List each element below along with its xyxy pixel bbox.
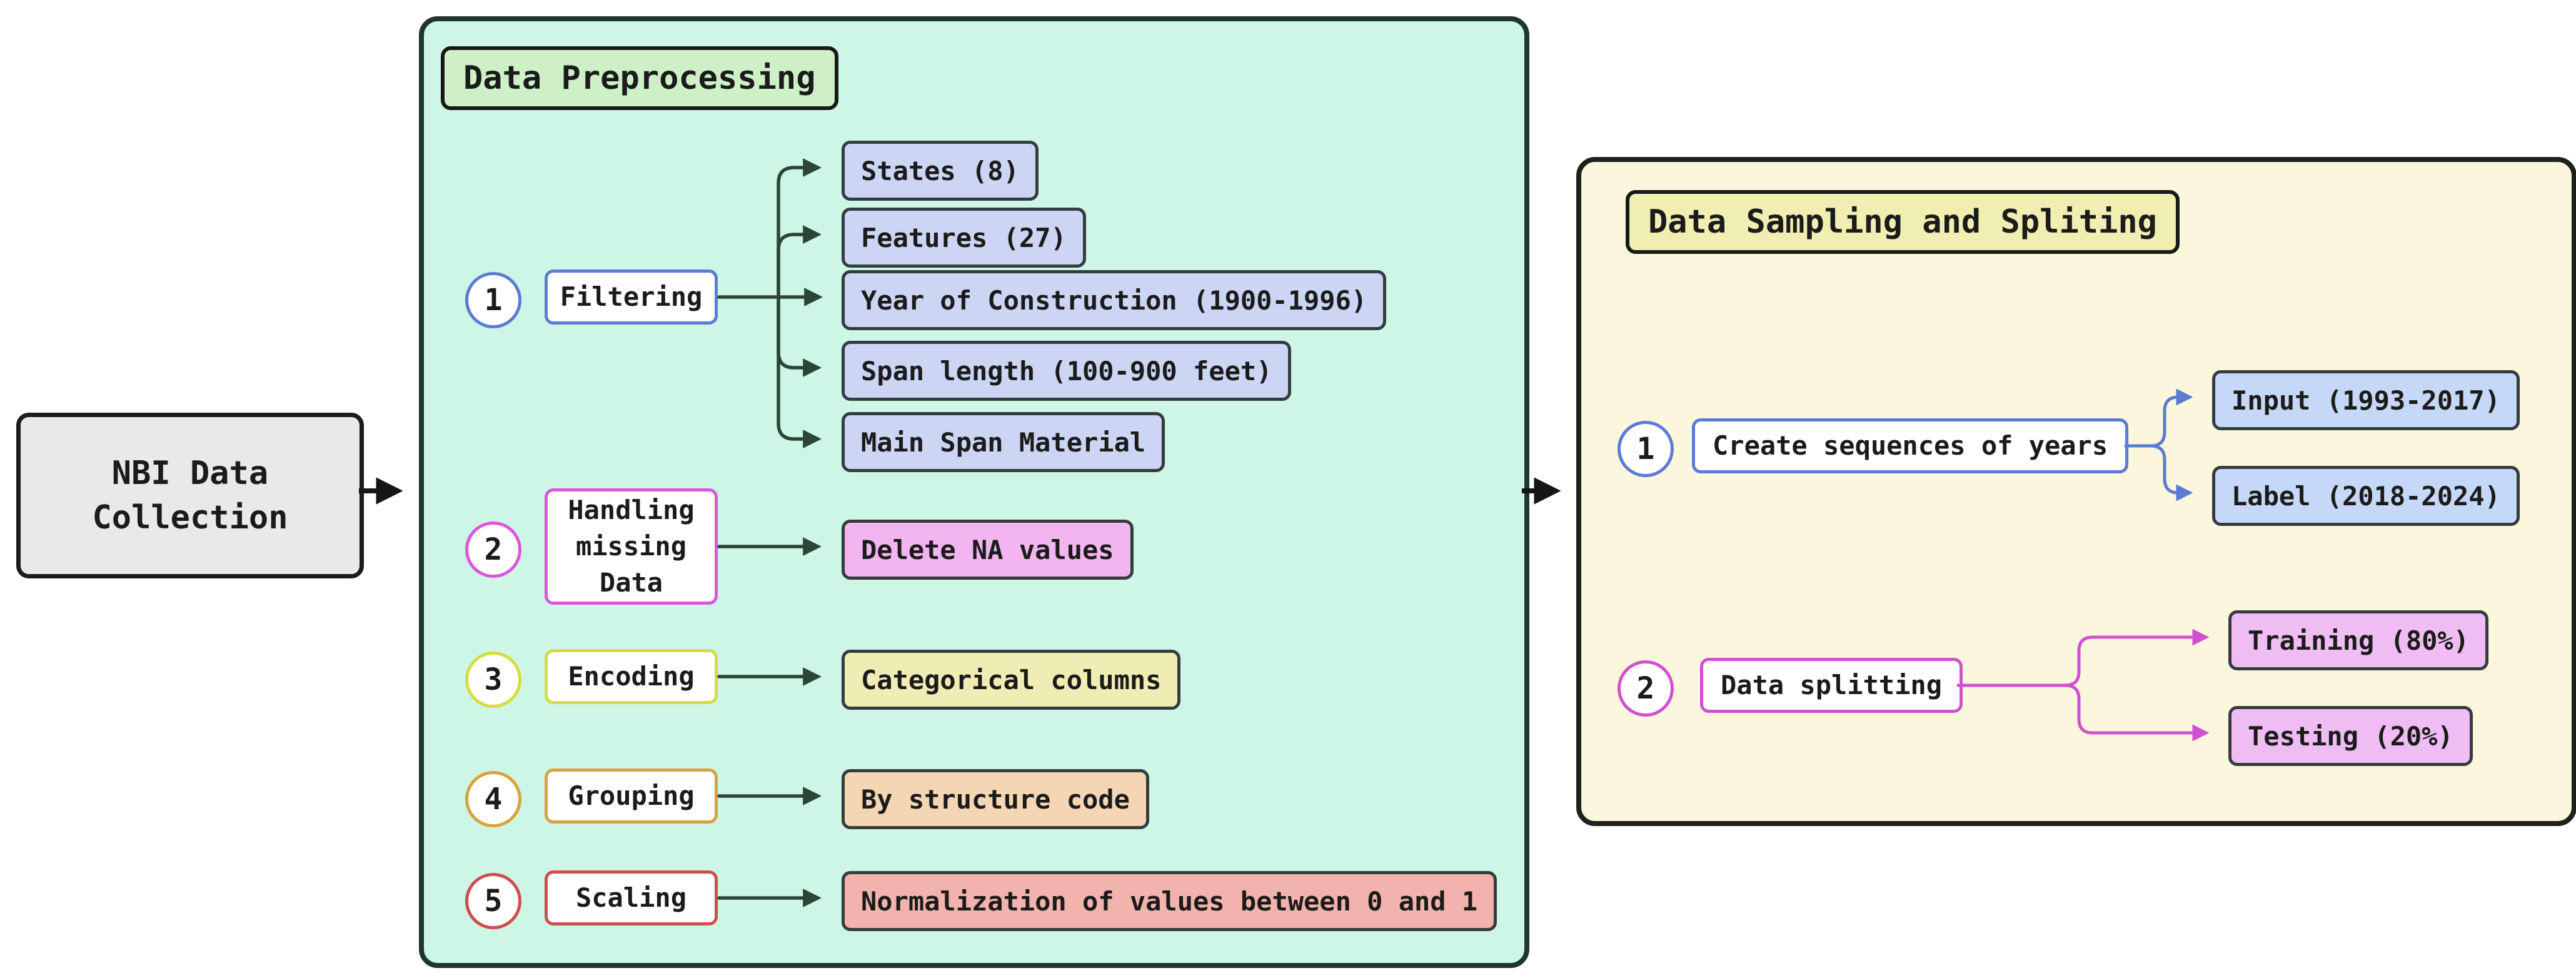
sampling-title: Data Sampling and Spliting <box>1626 190 2180 254</box>
step-box-filtering: Filtering <box>545 270 718 325</box>
output-main-span-material: Main Span Material <box>842 412 1165 472</box>
output-label-years: Label (2018-2024) <box>2212 466 2520 526</box>
output-input-years: Input (1993-2017) <box>2212 370 2520 430</box>
step-box-handling-missing-data: Handling missing Data <box>545 488 718 605</box>
output-states: States (8) <box>842 141 1039 201</box>
step-box-grouping: Grouping <box>545 769 718 824</box>
output-categorical-columns: Categorical columns <box>842 650 1181 710</box>
nbi-data-collection-node: NBI Data Collection <box>16 413 364 578</box>
step-box-data-splitting: Data splitting <box>1700 658 1963 713</box>
preprocessing-title: Data Preprocessing <box>441 46 838 110</box>
output-testing-split: Testing (20%) <box>2228 706 2473 766</box>
sampling-circle-2: 2 <box>1618 660 1674 717</box>
sampling-circle-1: 1 <box>1618 421 1674 477</box>
output-span-length: Span length (100-900 feet) <box>842 341 1292 401</box>
step-box-scaling: Scaling <box>545 870 718 925</box>
output-features: Features (27) <box>842 208 1086 268</box>
output-training-split: Training (80%) <box>2228 610 2489 670</box>
step-circle-4: 4 <box>465 771 521 827</box>
step-circle-1: 1 <box>465 272 521 328</box>
step-box-encoding: Encoding <box>545 649 718 704</box>
output-delete-na-values: Delete NA values <box>842 520 1134 580</box>
output-normalization: Normalization of values between 0 and 1 <box>842 871 1497 931</box>
step-circle-2: 2 <box>465 522 521 578</box>
step-circle-5: 5 <box>465 873 521 929</box>
step-circle-3: 3 <box>465 652 521 708</box>
step-box-create-sequences: Create sequences of years <box>1692 418 2129 473</box>
output-year-of-construction: Year of Construction (1900-1996) <box>842 270 1387 330</box>
output-by-structure-code: By structure code <box>842 769 1149 829</box>
